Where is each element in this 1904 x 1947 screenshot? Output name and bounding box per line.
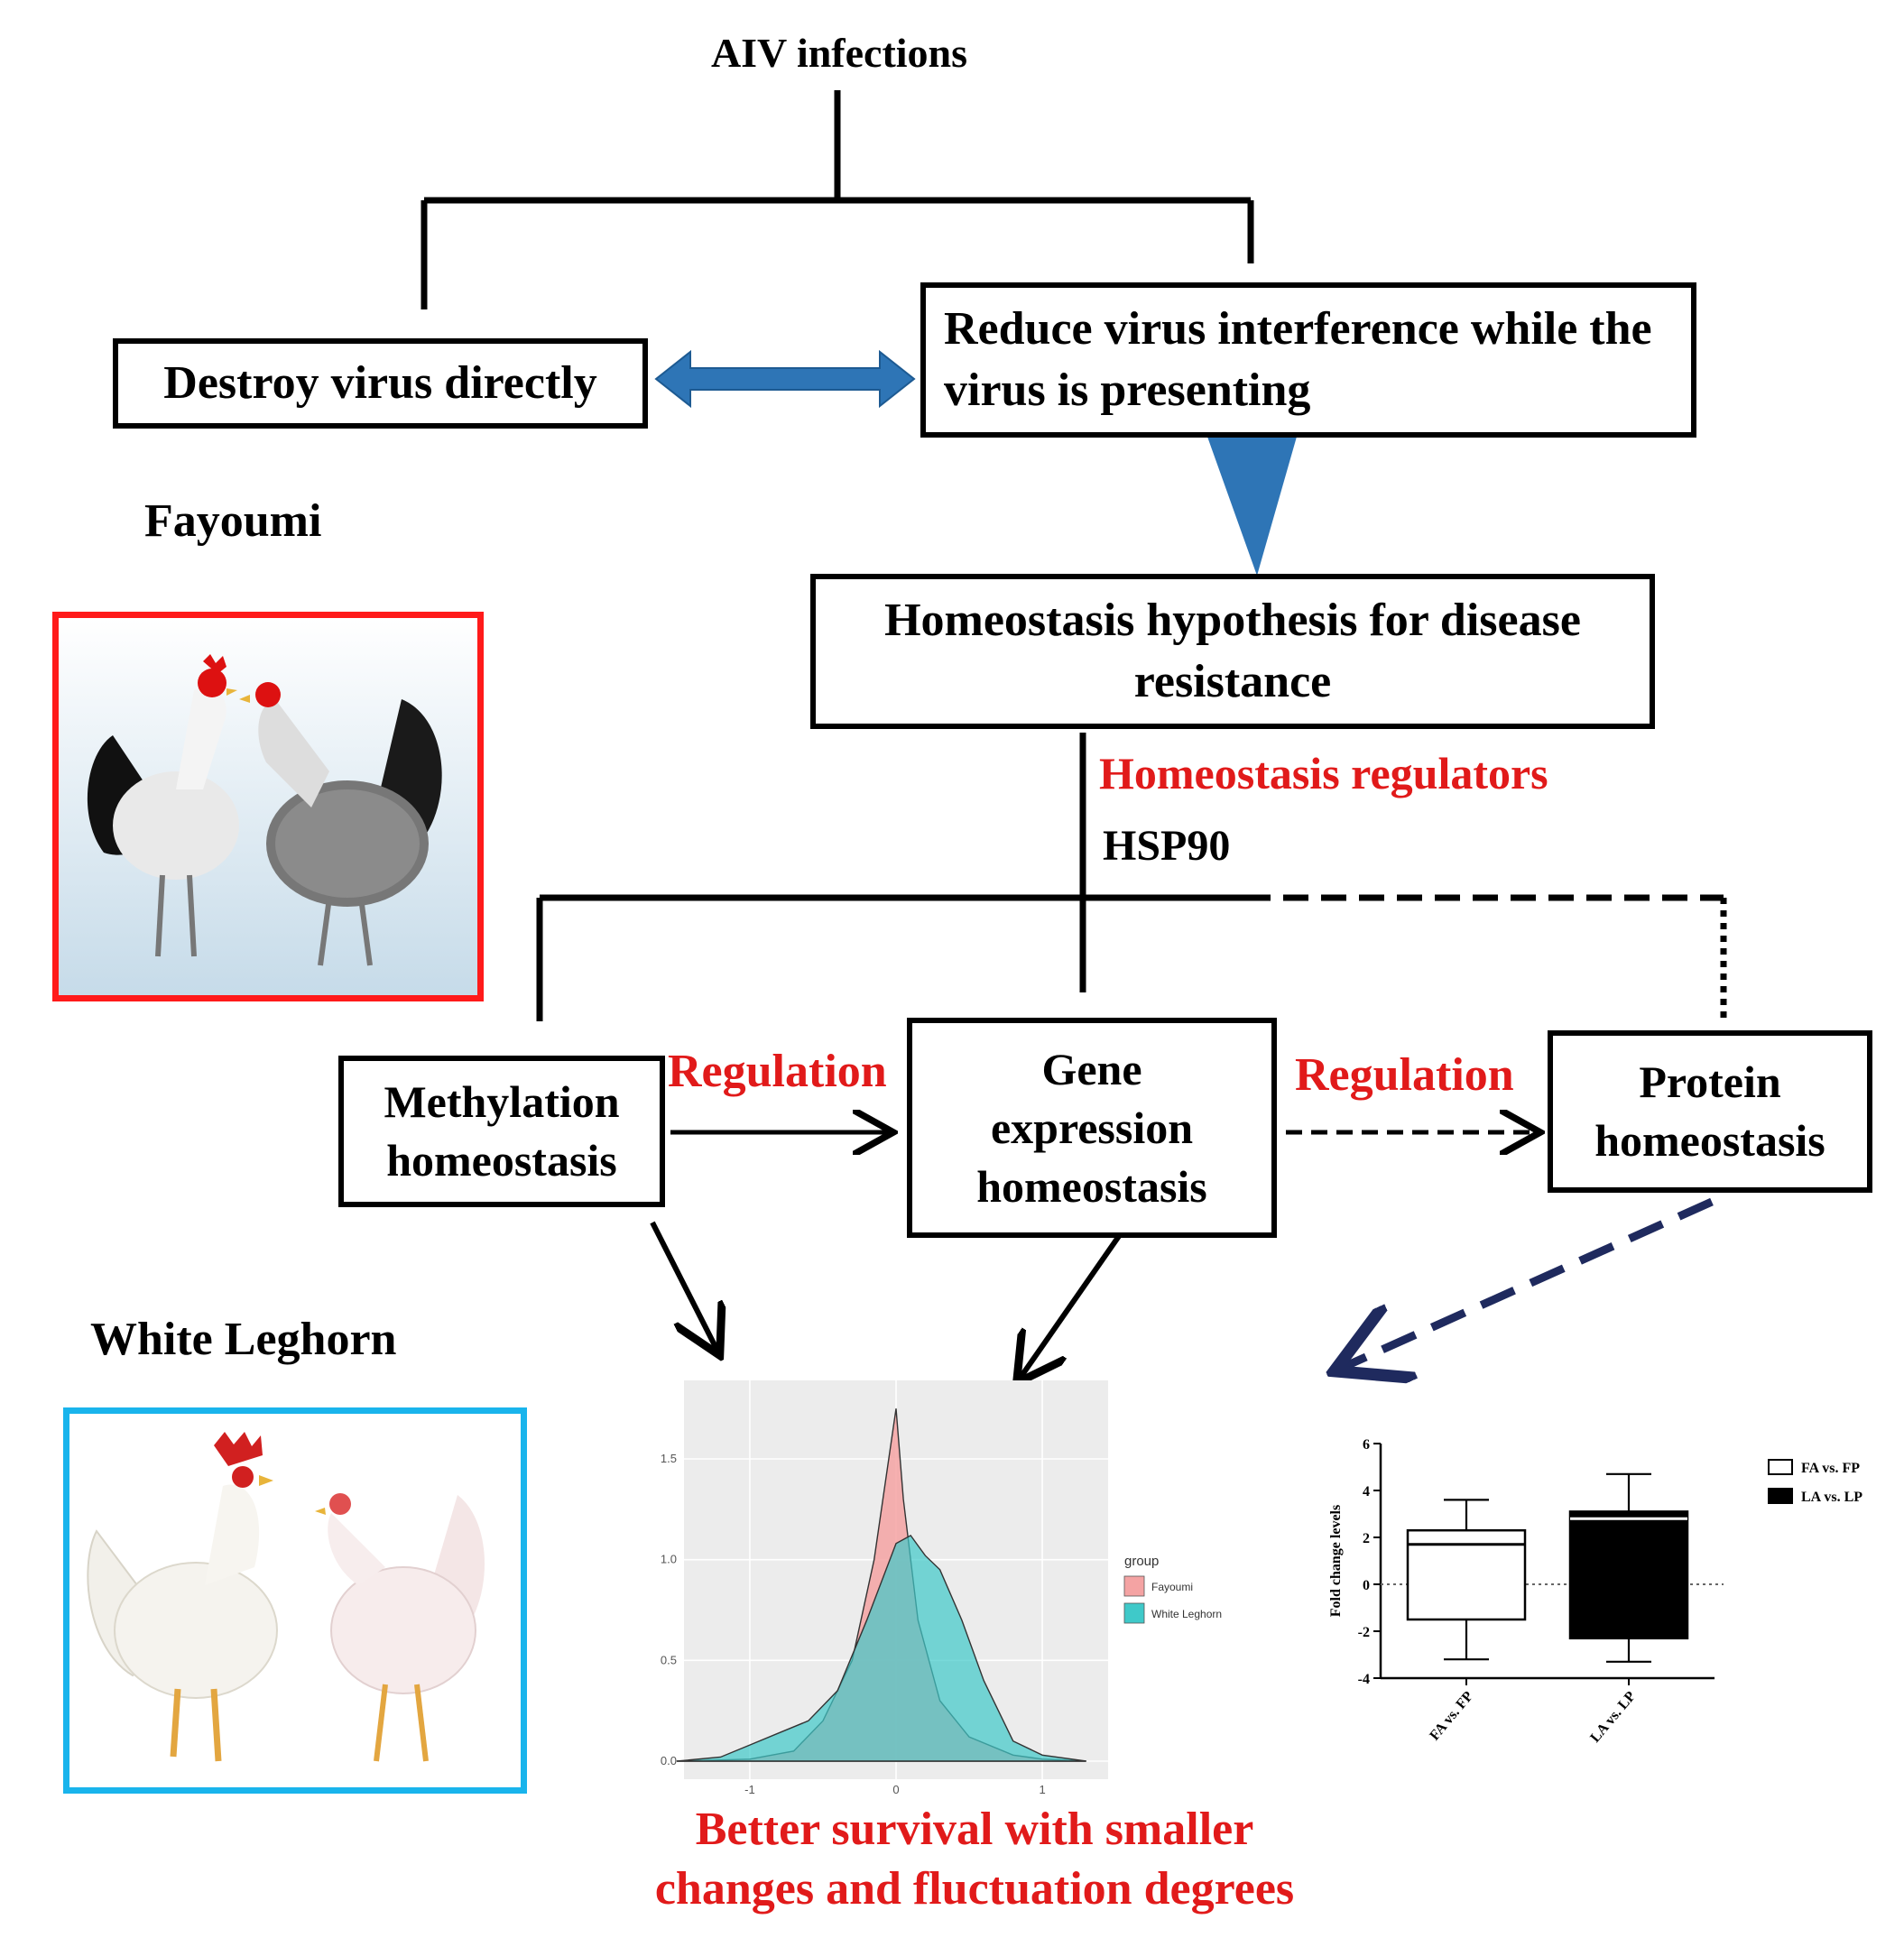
density-x-tick: -1: [744, 1783, 755, 1796]
density-x-tick: 1: [1039, 1783, 1045, 1796]
density-y-tick: 0.0: [661, 1754, 677, 1767]
double-arrow: [654, 349, 916, 409]
box-reduce-interference: Reduce virus interference while the viru…: [920, 282, 1696, 438]
boxplot-x-tick-fa-vs-fp: FA vs. FP: [1427, 1688, 1476, 1743]
boxplot-y-tick: -4: [1358, 1672, 1370, 1687]
boxplot-legend-swatch: [1768, 1459, 1793, 1475]
root-title: AIV infections: [710, 30, 968, 76]
density-legend-label: White Leghorn: [1151, 1608, 1222, 1620]
regulation-label-2: Regulation: [1295, 1049, 1514, 1101]
conclusion-line-1: Better survival with smaller: [695, 1804, 1254, 1855]
boxplot-y-tick: -2: [1358, 1625, 1370, 1640]
boxplot-y-tick: 4: [1363, 1484, 1370, 1499]
density-legend-swatch: [1123, 1575, 1145, 1597]
conclusion-line-2: changes and fluctuation degrees: [654, 1863, 1295, 1915]
regulation-label-1: Regulation: [668, 1046, 887, 1097]
white-leghorn-chickens-illustration: [69, 1414, 521, 1787]
arrow-to-density-left: [650, 1221, 717, 1351]
breed-label-fayoumi: Fayoumi: [144, 495, 322, 547]
down-triangle: [1207, 437, 1297, 576]
box-methylation: Methylation homeostasis: [338, 1056, 665, 1207]
boxplot-legend-label: LA vs. LP: [1801, 1490, 1862, 1505]
boxplot-y-tick: 6: [1363, 1437, 1370, 1453]
regulators-label: Homeostasis regulators: [1099, 748, 1548, 798]
density-y-tick: 1.5: [661, 1452, 677, 1465]
hsp90-label: HSP90: [1103, 822, 1231, 870]
arrow-to-boxplot: [1342, 1197, 1714, 1368]
arrow-to-density-right: [1020, 1234, 1122, 1379]
boxplot-y-tick: 2: [1363, 1531, 1370, 1546]
box-destroy-virus: Destroy virus directly: [113, 338, 648, 429]
breed-label-white-leghorn: White Leghorn: [90, 1314, 397, 1365]
fayoumi-photo: [52, 612, 484, 1001]
box-protein: Protein homeostasis: [1548, 1030, 1872, 1193]
white-leghorn-photo: [63, 1407, 527, 1794]
density-y-tick: 0.5: [661, 1653, 677, 1666]
boxplot-legend-label: FA vs. FP: [1801, 1461, 1860, 1476]
boxplot-x-tick-la-vs-lp: LA vs. LP: [1587, 1688, 1639, 1745]
density-series-white-leghorn: [676, 1534, 1086, 1762]
boxplot-legend-swatch: [1768, 1488, 1793, 1504]
fayoumi-chickens-illustration: [59, 618, 477, 995]
density-legend-swatch: [1123, 1602, 1145, 1624]
boxplot-box-la-vs-lp: [1568, 1510, 1689, 1640]
density-x-tick: 0: [892, 1783, 899, 1796]
boxplot-y-label: Fold change levels: [1328, 1505, 1344, 1617]
box-gene-expression: Gene expression homeostasis: [907, 1018, 1277, 1238]
density-y-tick: 1.0: [661, 1553, 677, 1566]
density-legend-title: group: [1124, 1554, 1159, 1569]
density-legend-label: Fayoumi: [1151, 1581, 1193, 1593]
box-homeostasis-hypothesis: Homeostasis hypothesis for disease resis…: [810, 574, 1655, 729]
boxplot-y-tick: 0: [1363, 1578, 1370, 1593]
